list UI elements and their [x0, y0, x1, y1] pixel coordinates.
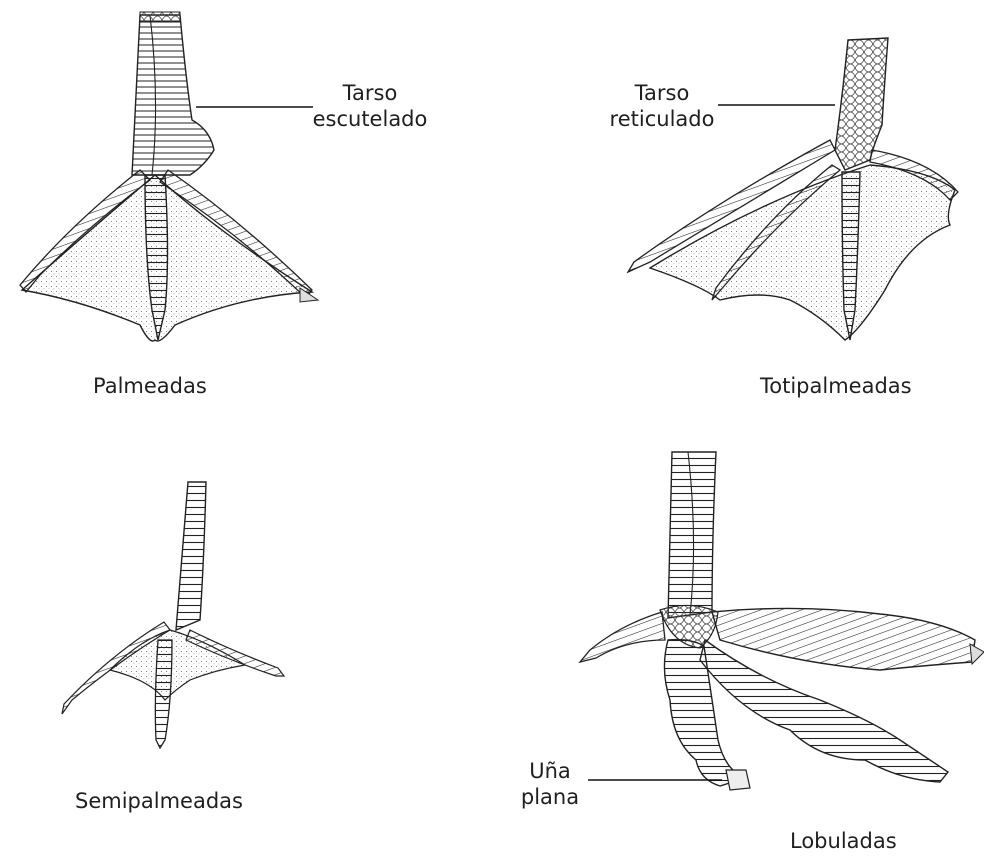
label-tarso-escutelado: Tarso escutelado [300, 80, 440, 132]
lobuladas-foot-drawing [580, 452, 984, 790]
label-tarso-escutelado-line1: Tarso [300, 80, 440, 106]
caption-semipalmeadas: Semipalmeadas [75, 788, 243, 814]
label-tarso-escutelado-line2: escutelado [300, 106, 440, 132]
label-tarso-reticulado-line2: reticulado [598, 106, 726, 132]
caption-totipalmeadas: Totipalmeadas [760, 373, 912, 399]
semipalmeadas-foot-drawing [62, 482, 284, 748]
caption-palmeadas: Palmeadas [93, 373, 207, 399]
label-una-plana-line1: Uña [512, 758, 588, 784]
label-tarso-reticulado-line1: Tarso [598, 80, 726, 106]
label-tarso-reticulado: Tarso reticulado [598, 80, 726, 132]
label-una-plana: Uña plana [512, 758, 588, 810]
label-una-plana-line2: plana [512, 784, 588, 810]
caption-lobuladas: Lobuladas [790, 828, 897, 854]
palmeadas-foot-drawing [20, 12, 318, 341]
